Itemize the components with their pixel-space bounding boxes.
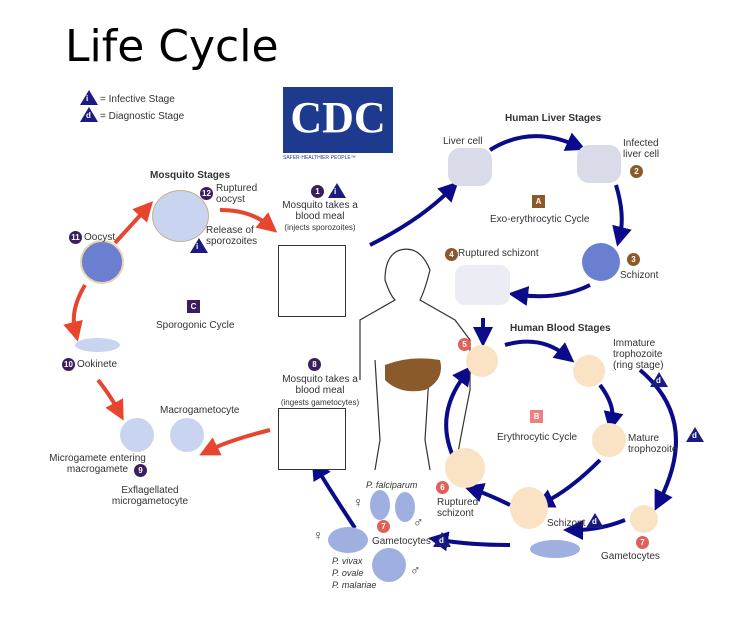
- stage-1-label: Mosquito takes a blood meal: [282, 200, 358, 222]
- cdc-logo-text: CDC: [290, 93, 386, 142]
- male-symbol: ♂: [413, 514, 424, 530]
- stage-9-number: 9: [134, 464, 147, 477]
- cdc-logo: CDC: [283, 87, 393, 153]
- stage-7-number: 7: [636, 536, 649, 549]
- diagnostic-stage-icon: d: [650, 372, 668, 387]
- merozoite-rbc: [466, 345, 498, 377]
- stage-11-label: Oocyst: [84, 232, 116, 243]
- stage-1-number: 1: [311, 185, 324, 198]
- microgamete-entering-image: [120, 418, 154, 452]
- stage-2-label: Infected liver cell: [623, 138, 660, 160]
- diagnostic-stage-icon: d: [586, 513, 604, 528]
- stage-6-label: Ruptured schizont: [437, 497, 479, 519]
- macrogametocyte-label: Macrogametocyte: [160, 405, 240, 416]
- infective-stage-icon: i: [80, 90, 98, 105]
- cycle-c-label: Sporogonic Cycle: [156, 320, 235, 331]
- cycle-c-marker: C: [187, 300, 200, 313]
- female-symbol: ♀: [313, 527, 324, 543]
- cycle-a-marker: A: [532, 195, 545, 208]
- infective-stage-icon: i: [190, 238, 208, 253]
- stage-5-number: 5: [458, 338, 471, 351]
- schizont-liver-image: [582, 243, 620, 281]
- stage-10-number: 10: [62, 358, 75, 371]
- mature-trophozoite-label: Mature trophozoite: [628, 433, 678, 455]
- ovale-label: P. ovale: [332, 568, 364, 578]
- page-title: Life Cycle: [65, 21, 279, 72]
- stage-12-label: Ruptured oocyst: [216, 183, 258, 205]
- stage-4-label: Ruptured schizont: [458, 248, 539, 259]
- mature-trophozoite-rbc: [592, 423, 626, 457]
- oocyst-image: [80, 240, 124, 284]
- malariae-label: P. malariae: [332, 580, 377, 590]
- ring-stage-rbc: [573, 355, 605, 387]
- falciparum-male-gametocyte: [395, 492, 415, 522]
- diagnostic-stage-icon: d: [80, 107, 98, 122]
- ruptured-schizont-liver-image: [455, 265, 510, 305]
- infected-liver-cell-image: [577, 145, 621, 183]
- stage-8-sub: (ingests gametocytes): [280, 398, 360, 407]
- macrogametocyte-image: [170, 418, 204, 452]
- ruptured-oocyst-image: [152, 190, 209, 242]
- infective-stage-icon: i: [328, 183, 346, 198]
- legend-diagnostic: = Diagnostic Stage: [100, 111, 185, 122]
- stage-9-label: Microgamete entering macrogamete: [49, 453, 146, 475]
- ruptured-schizont-rbc: [445, 448, 485, 488]
- stage-7-number: 7: [377, 520, 390, 533]
- stage-3-label: Schizont: [620, 270, 659, 281]
- stage-8-label: Mosquito takes a blood meal: [282, 374, 358, 396]
- diagnostic-stage-icon: d: [433, 532, 451, 547]
- stage-6-number: 6: [436, 481, 449, 494]
- stage-3-number: 3: [627, 253, 640, 266]
- vivax-female-gametocyte: [328, 527, 368, 553]
- section-mosquito: Mosquito Stages: [150, 170, 231, 181]
- stage-12-number: 12: [200, 187, 213, 200]
- falciparum-female-gametocyte: [370, 490, 390, 520]
- legend-infective: = Infective Stage: [100, 94, 175, 105]
- stage-11-number: 11: [69, 231, 82, 244]
- stage-1-sub: (injects sporozoites): [284, 223, 356, 232]
- stage-2-number: 2: [630, 165, 643, 178]
- vivax-male-gametocyte: [372, 548, 406, 582]
- cdc-tagline: SAFER·HEALTHIER·PEOPLE™: [283, 155, 356, 161]
- falciparum-gametocyte-image: [530, 540, 580, 558]
- section-blood: Human Blood Stages: [510, 323, 611, 334]
- release-sporozoites-label: Release of sporozoites: [206, 225, 258, 247]
- vivax-label: P. vivax: [332, 556, 363, 566]
- exflagellated-label: Exflagellated microgametocyte: [111, 485, 189, 507]
- falciparum-label: P. falciparum: [366, 480, 418, 490]
- female-symbol: ♀: [353, 494, 364, 510]
- immature-trophozoite-label: Immature trophozoite (ring stage): [613, 338, 664, 371]
- cycle-b-label: Erythrocytic Cycle: [497, 432, 578, 443]
- gametocytes-label: Gametocytes: [601, 551, 660, 562]
- schizont-label: Schizont: [547, 518, 586, 529]
- gametocytes-label: Gametocytes: [372, 536, 431, 547]
- section-liver: Human Liver Stages: [505, 113, 602, 124]
- diagnostic-stage-icon: d: [686, 427, 704, 442]
- gametocyte-rbc: [630, 505, 658, 533]
- liver-cell-label: Liver cell: [443, 136, 483, 147]
- mosquito-bite-inset-8: [278, 408, 346, 470]
- stage-4-number: 4: [445, 248, 458, 261]
- cycle-a-label: Exo-erythrocytic Cycle: [490, 214, 590, 225]
- stage-10-label: Ookinete: [77, 359, 118, 370]
- liver-cell-image: [448, 148, 492, 186]
- ookinete-image: [75, 338, 120, 352]
- arrow-to-liver: [369, 181, 459, 247]
- mosquito-bite-inset-1: [278, 245, 346, 317]
- cycle-b-marker: B: [530, 410, 543, 423]
- stage-8-number: 8: [308, 358, 321, 371]
- schizont-rbc: [510, 487, 548, 529]
- male-symbol: ♂: [410, 562, 421, 578]
